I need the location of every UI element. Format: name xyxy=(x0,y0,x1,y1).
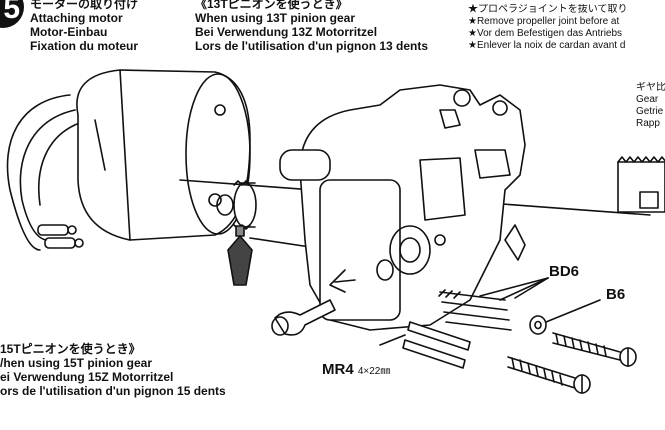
header-left-jp: モーターの取り付け xyxy=(30,0,139,11)
propeller-joint xyxy=(271,299,336,336)
mr4-pins xyxy=(379,321,471,369)
callout-b6: B6 xyxy=(606,286,626,303)
gear-ratio-note: ギヤ比 Gear Getrie Rapp xyxy=(636,82,665,130)
header-left-de: Motor-Einbau xyxy=(30,25,108,39)
header-right-jp: ★プロペラジョイントを抜いて取り xyxy=(468,4,628,15)
gear-note-en: Gear xyxy=(636,94,659,105)
motor-wires xyxy=(6,94,83,251)
pinion-gear xyxy=(216,180,257,230)
step-number-badge: 5 xyxy=(0,0,24,28)
bottom-left-note: 15Tピニオンを使うとき》 /hen using 15T pinion gear… xyxy=(0,342,226,398)
callout-mr4-label: MR4 xyxy=(322,361,354,378)
bd6-washers xyxy=(438,289,512,331)
bottom-left-jp: 15Tピニオンを使うとき》 xyxy=(0,342,141,356)
header-left-en: Attaching motor xyxy=(30,11,123,25)
motor-connectors xyxy=(37,224,84,249)
header-right-en: ★Remove propeller joint before at xyxy=(468,16,620,27)
header-mid-de: Bei Verwendung 13Z Motorritzel xyxy=(195,25,378,39)
grease-tube xyxy=(227,225,253,286)
motor-can xyxy=(76,69,251,241)
screw-upper xyxy=(552,332,637,367)
header-mid-fr: Lors de l'utilisation d'un pignon 13 den… xyxy=(195,39,429,53)
gear-note-jp: ギヤ比 xyxy=(636,82,665,93)
header-mid: 《13Tピニオンを使うとき》 When using 13T pinion gea… xyxy=(195,0,428,53)
header-mid-en: When using 13T pinion gear xyxy=(195,11,356,25)
callout-mr4-size: 4×22㎜ xyxy=(357,366,391,377)
header-left-fr: Fixation du moteur xyxy=(30,39,138,53)
header-mid-jp: 《13Tピニオンを使うとき》 xyxy=(195,0,348,11)
header-left: モーターの取り付け Attaching motor Motor-Einbau F… xyxy=(30,0,138,53)
callout-mr4: MR4 4×22㎜ xyxy=(322,361,390,378)
gear-note-de: Getrie xyxy=(636,106,664,117)
header-right-fr: ★Enlever la noix de cardan avant d xyxy=(468,40,626,51)
gearbox-housing xyxy=(279,84,526,331)
gear-detail xyxy=(617,156,665,213)
header-right: ★プロペラジョイントを抜いて取り ★Remove propeller joint… xyxy=(468,4,665,52)
callout-bd6: BD6 xyxy=(549,263,580,280)
bottom-left-en: /hen using 15T pinion gear xyxy=(0,356,153,370)
bottom-left-fr: ors de l'utilisation d'un pignon 15 dent… xyxy=(0,384,226,398)
bottom-left-de: ei Verwendung 15Z Motorritzel xyxy=(0,370,174,384)
screw-lower xyxy=(507,356,591,394)
b6-washer xyxy=(529,299,601,335)
gear-note-fr: Rapp xyxy=(636,118,660,129)
header-right-de: ★Vor dem Befestigen das Antriebs xyxy=(468,28,623,39)
